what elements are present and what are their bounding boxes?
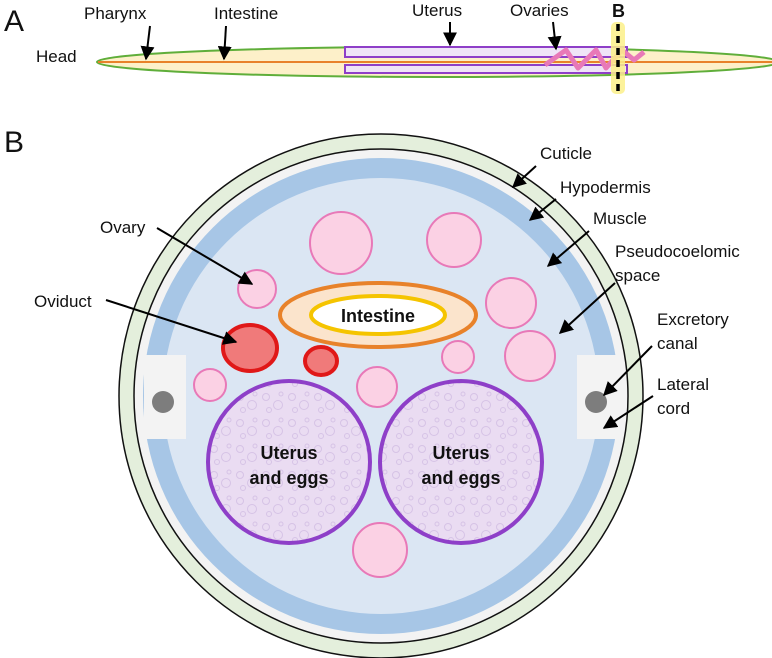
excretory-label-line1: Excretory [657,310,729,329]
ovary-circle [356,366,398,408]
ovary-circle [309,211,373,275]
uterus-tube-lower [344,64,628,74]
excretory-canal-right [585,391,607,413]
hypodermis-label: Hypodermis [560,178,651,197]
intestine-label-b: Intestine [341,306,415,326]
ovaries-label: Ovaries [510,1,569,20]
ovary-circle [504,330,556,382]
oviduct-arrow [105,299,238,345]
muscle-label: Muscle [593,209,647,228]
section-marker-label: B [612,1,625,21]
head-label: Head [36,47,77,66]
ovary-arrow [156,227,254,285]
oviduct-large [221,323,279,373]
muscle-arrow [546,230,590,267]
panel-b: B Intestine Uterus and eggs Uteru [4,126,740,658]
intestine-lumen [309,294,447,336]
panel-a: A B Head Pharynx Intestine Uterus Ovarie… [4,1,772,94]
ovary-circle [352,522,408,578]
intestine-label-a: Intestine [214,4,278,23]
uterus-left [206,379,372,545]
lateral-cord-arrow [602,395,654,429]
pseudocoelomic-arrow [558,282,616,334]
uterus-tube-upper [344,46,628,58]
cuticle-label: Cuticle [540,144,592,163]
section-highlight [611,22,625,94]
uterus-right-label-line1: Uterus [432,443,489,463]
excretory-label-line2: canal [657,334,698,353]
ovary-circle [193,368,227,402]
hypodermis-arrow [528,198,557,221]
excretory-canal-left [152,391,174,413]
oviduct-label: Oviduct [34,292,92,311]
uterus-right [378,379,544,545]
cuticle-arrow [511,165,537,188]
lateral-label-line1: Lateral [657,375,709,394]
pseudocoelomic-label-line1: Pseudocoelomic [615,242,740,261]
pharynx-arrow [140,25,155,61]
ovary-circle [237,269,277,309]
panel-b-letter: B [4,126,24,159]
uterus-right-label-line2: and eggs [421,468,500,488]
ovary-circle [441,340,475,374]
ovaries-arrow [547,21,562,51]
ovary-circle [426,212,482,268]
pharynx-label: Pharynx [84,4,147,23]
ovary-circle [485,277,537,329]
pseudocoelomic-label-line2: space [615,266,660,285]
panel-a-letter: A [4,5,24,38]
ovary-label: Ovary [100,218,146,237]
oviduct-small [303,345,339,377]
lateral-label-line2: cord [657,399,690,418]
ovaries-coil [543,47,646,71]
uterus-left-label-line1: Uterus [260,443,317,463]
intestine-arrow-a [217,25,232,61]
uterus-left-label-line2: and eggs [249,468,328,488]
uterus-label-a: Uterus [412,1,462,20]
excretory-arrow [603,345,653,397]
